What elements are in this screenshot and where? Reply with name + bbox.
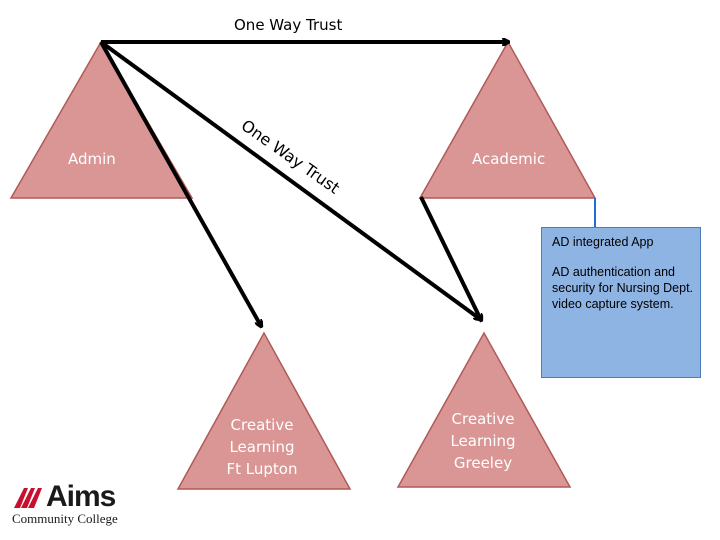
aims-logo-subtitle: Community College xyxy=(12,511,118,526)
ft-lupton-domain-triangle xyxy=(176,331,352,490)
academic-domain-triangle xyxy=(418,40,597,199)
greeley-line-3: Greeley xyxy=(453,454,513,472)
greeley-line-1: Creative xyxy=(451,410,515,428)
greeley-line-2: Learning xyxy=(450,432,516,450)
trust-arrow-admin-to-ft-lupton xyxy=(99,41,261,326)
aims-logo-mark-icon xyxy=(14,488,42,508)
ft-lupton-line-1: Creative xyxy=(230,416,294,434)
admin-domain-triangle xyxy=(9,40,194,199)
aims-logo: Aims Community College xyxy=(12,480,127,528)
trust-arrow-academic-to-greeley xyxy=(419,196,481,320)
greeley-domain-triangle xyxy=(396,331,572,488)
ft-lupton-line-3: Ft Lupton xyxy=(226,460,298,478)
diagonal-trust-label: One Way Trust xyxy=(238,116,344,198)
top-trust-label: One Way Trust xyxy=(234,16,343,34)
integrated-app-description: AD authentication and security for Nursi… xyxy=(552,265,694,311)
admin-label: Admin xyxy=(68,150,116,168)
integrated-app-box: AD integrated App AD authentication and … xyxy=(541,227,701,378)
greeley-label: Creative Learning Greeley xyxy=(433,408,533,474)
aims-logo-name: Aims xyxy=(46,480,116,513)
ft-lupton-label: Creative Learning Ft Lupton xyxy=(212,414,312,480)
trust-arrow-admin-to-greeley xyxy=(99,40,480,319)
integrated-app-title: AD integrated App xyxy=(552,235,654,249)
academic-label: Academic xyxy=(472,150,546,168)
ft-lupton-line-2: Learning xyxy=(229,438,295,456)
